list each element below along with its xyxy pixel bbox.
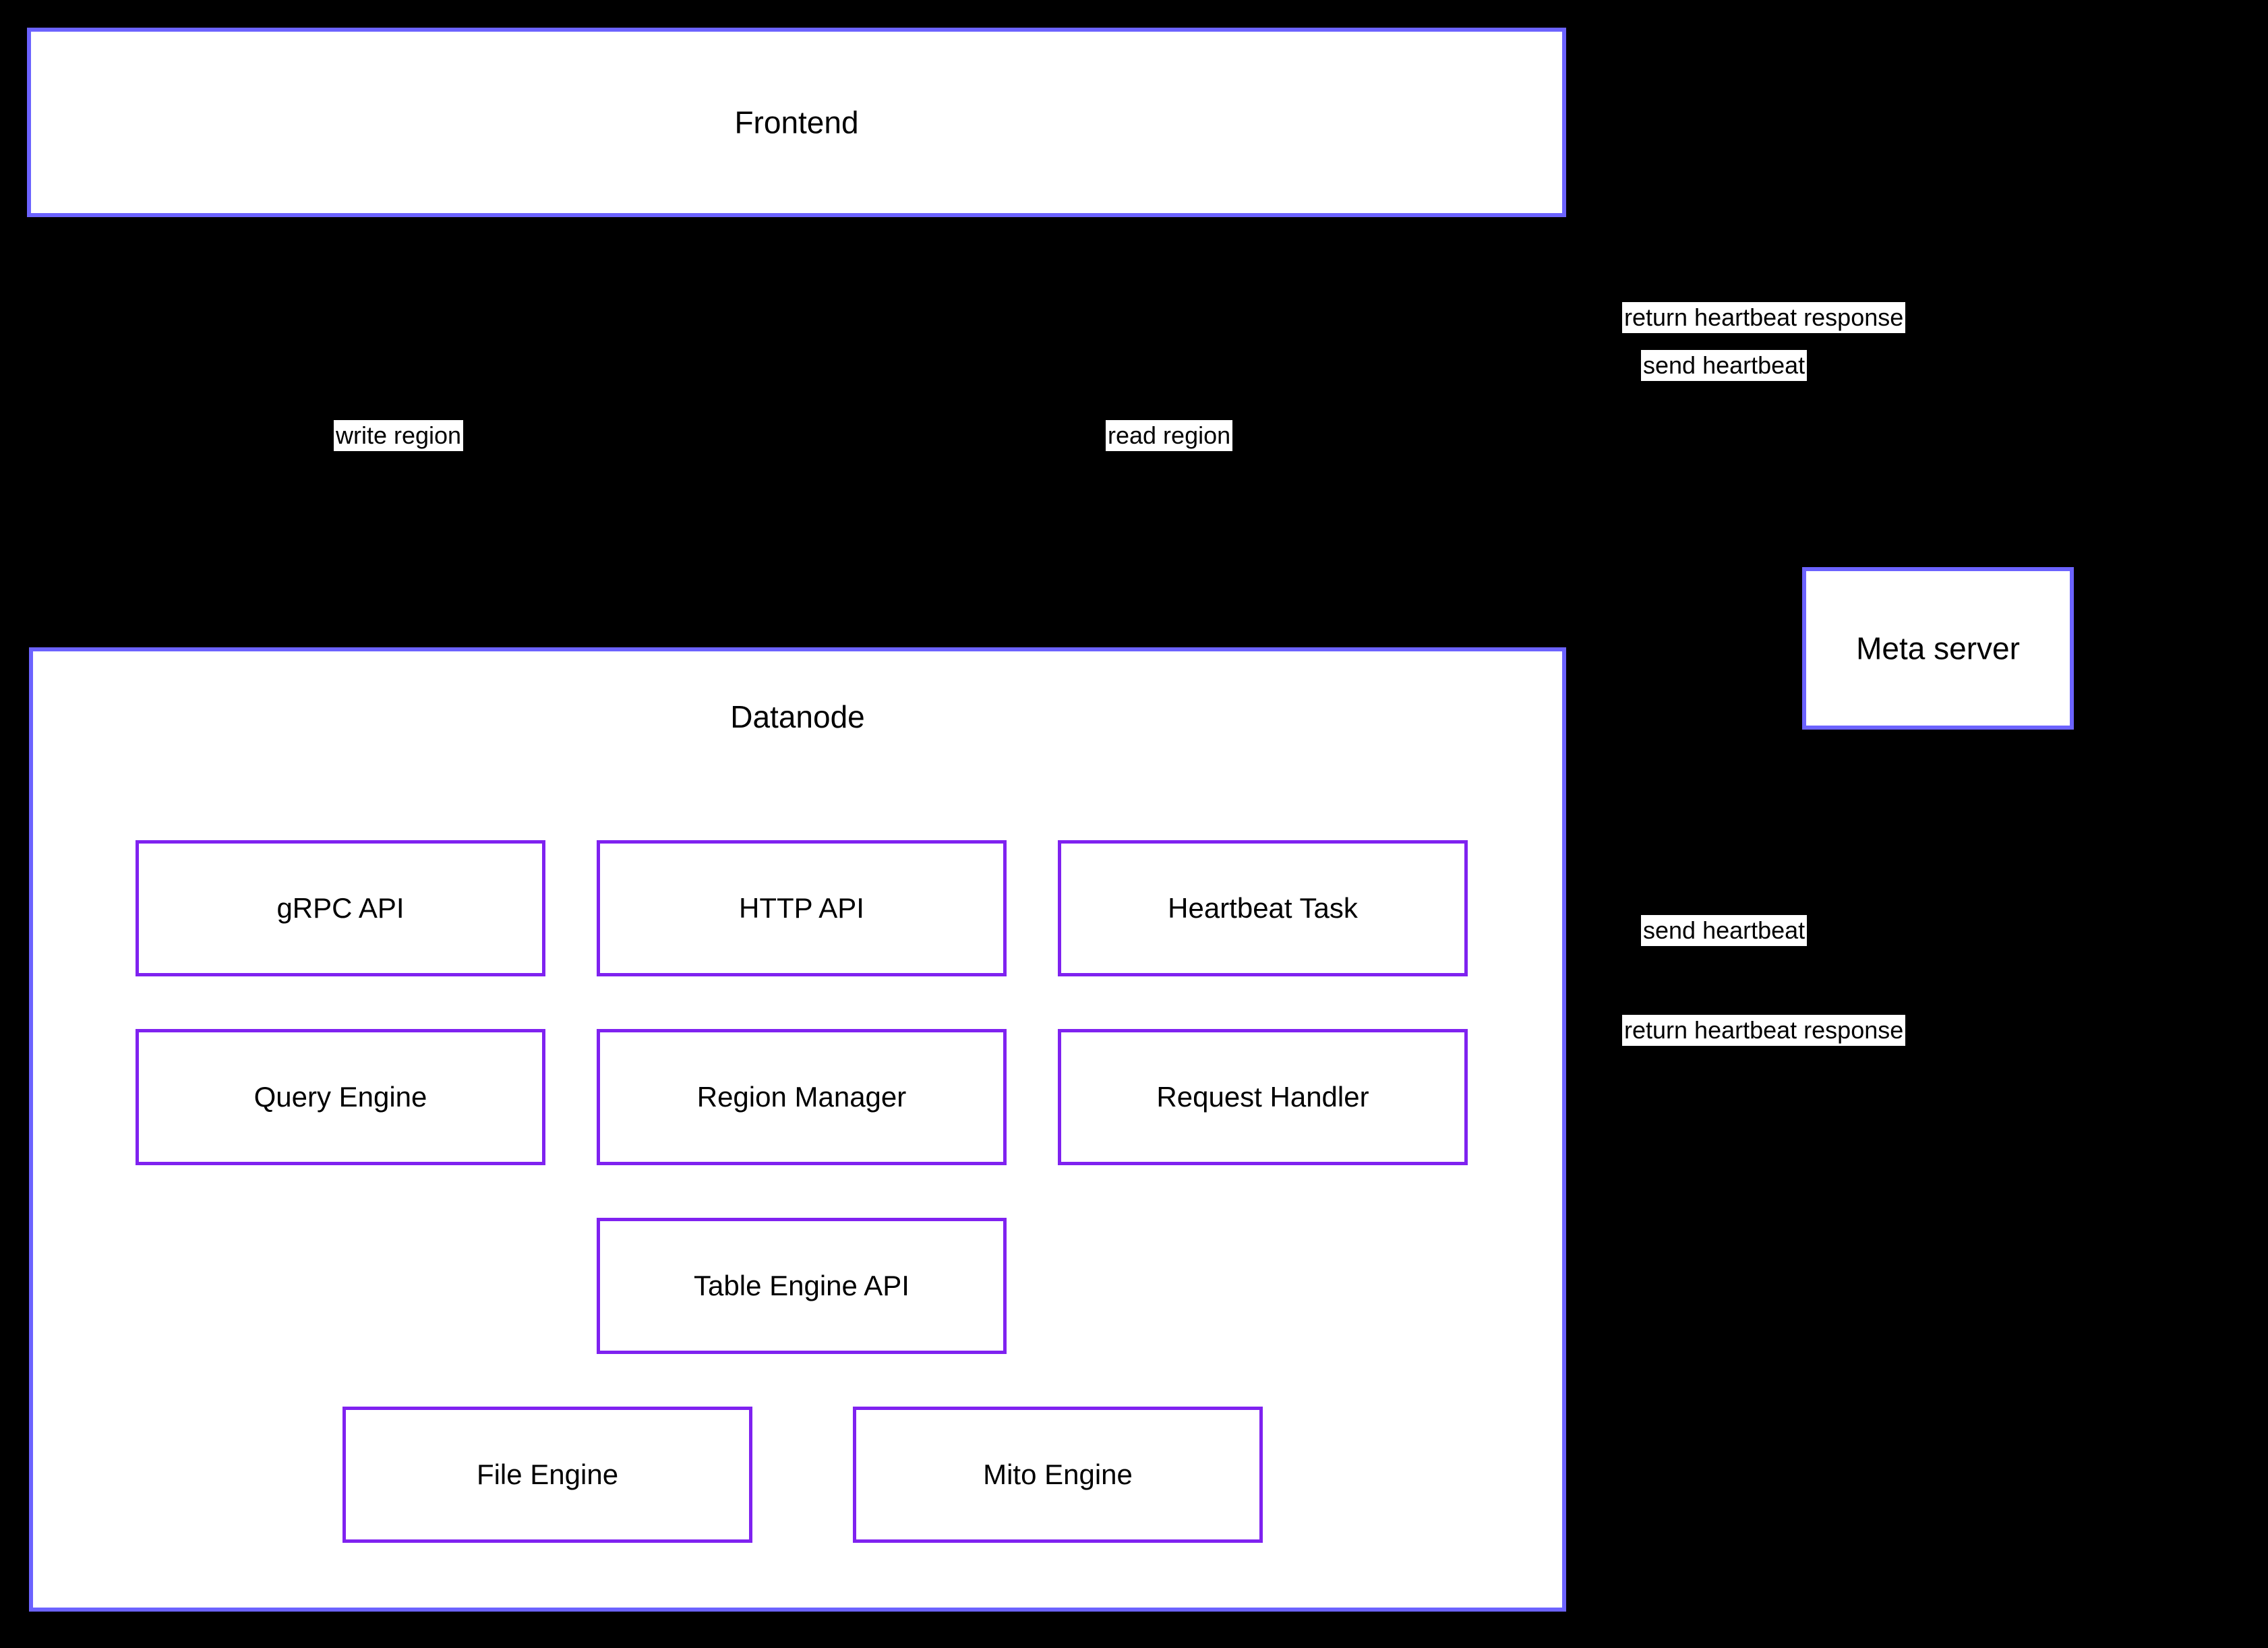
component-request-handler-label: Request Handler	[1156, 1080, 1369, 1113]
edge-write-region-arrowhead	[402, 623, 423, 647]
component-query-engine-label: Query Engine	[253, 1080, 427, 1113]
component-mito-engine-label: Mito Engine	[983, 1458, 1133, 1490]
component-heartbeat-task[interactable]: Heartbeat Task	[1058, 840, 1468, 976]
component-region-manager[interactable]: Region Manager	[597, 1029, 1007, 1165]
component-request-handler[interactable]: Request Handler	[1058, 1029, 1468, 1165]
component-grpc-api[interactable]: gRPC API	[136, 840, 545, 976]
edge-meta-return-heartbeat-2	[1566, 730, 1937, 1289]
node-frontend-label: Frontend	[734, 105, 859, 140]
node-datanode-label: Datanode	[730, 699, 865, 734]
component-file-engine-label: File Engine	[476, 1458, 619, 1490]
component-http-api[interactable]: HTTP API	[597, 840, 1007, 976]
component-table-engine-api-label: Table Engine API	[694, 1269, 909, 1301]
node-meta-server-label: Meta server	[1856, 630, 2020, 666]
component-table-engine-api[interactable]: Table Engine API	[597, 1218, 1007, 1354]
edge-label-datanode-return-heartbeat: return heartbeat response	[1622, 1015, 1906, 1047]
edge-label-write-region: write region	[334, 420, 464, 452]
edge-label-datanode-send-heartbeat: send heartbeat	[1641, 915, 1808, 947]
component-grpc-api-label: gRPC API	[276, 891, 405, 924]
edge-label-meta-send-heartbeat: send heartbeat	[1641, 350, 1808, 382]
edge-meta-return-heartbeat-arrowhead	[1566, 66, 1590, 88]
component-http-api-label: HTTP API	[739, 891, 864, 924]
component-file-engine[interactable]: File Engine	[342, 1407, 752, 1543]
component-region-manager-label: Region Manager	[696, 1080, 907, 1113]
component-mito-engine[interactable]: Mito Engine	[853, 1407, 1263, 1543]
edge-datanode-send-heartbeat-arrowhead	[1810, 730, 1831, 754]
node-datanode[interactable]: Datanode gRPC API HTTP API Heartbeat Tas…	[29, 647, 1566, 1612]
edge-label-read-region: read region	[1106, 420, 1233, 452]
edge-label-meta-return-heartbeat: return heartbeat response	[1622, 302, 1906, 334]
edge-frontend-send-heartbeat-arrowhead	[1810, 543, 1831, 567]
component-query-engine[interactable]: Query Engine	[136, 1029, 545, 1165]
edge-read-region-arrowhead	[1172, 217, 1194, 241]
node-frontend[interactable]: Frontend	[27, 28, 1566, 217]
node-meta-server[interactable]: Meta server	[1802, 567, 2074, 730]
component-heartbeat-task-label: Heartbeat Task	[1168, 891, 1358, 924]
edge-meta-return-heartbeat-2-arrowhead	[1566, 1276, 1590, 1297]
